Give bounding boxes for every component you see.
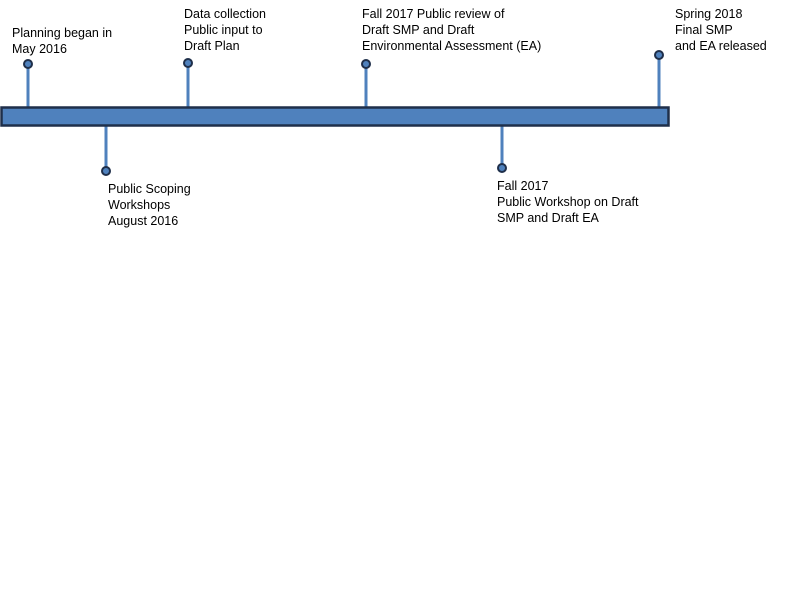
event-5-label-line-2: Public Workshop on Draft (497, 195, 639, 209)
event-3-label-line-3: Draft Plan (184, 39, 240, 53)
event-6-label-line-1: Spring 2018 (675, 7, 742, 21)
event-5-marker (497, 163, 507, 173)
event-2-label: Public Scoping Workshops August 2016 (108, 182, 194, 228)
event-1-marker (23, 59, 33, 69)
event-2-label-line-3: August 2016 (108, 214, 178, 228)
event-4-label: Fall 2017 Public review of Draft SMP and… (362, 7, 541, 53)
event-3-label-line-2: Public input to (184, 23, 263, 37)
event-6-marker (654, 50, 664, 60)
event-2-label-line-1: Public Scoping (108, 182, 191, 196)
event-4-marker (361, 59, 371, 69)
event-6-label-line-3: and EA released (675, 39, 767, 53)
timeline-bar (0, 106, 670, 127)
event-4-label-line-2: Draft SMP and Draft (362, 23, 475, 37)
event-1-label: Planning began in May 2016 (12, 26, 116, 56)
event-4-label-line-3: Environmental Assessment (EA) (362, 39, 541, 53)
event-3-label-line-1: Data collection (184, 7, 266, 21)
event-6-label: Spring 2018 Final SMP and EA released (675, 7, 767, 53)
event-1-label-line-1: Planning began in (12, 26, 112, 40)
event-2-label-line-2: Workshops (108, 198, 170, 212)
event-2-marker (101, 166, 111, 176)
event-5-label-line-3: SMP and Draft EA (497, 211, 600, 225)
event-5-label-line-1: Fall 2017 (497, 179, 548, 193)
event-3-label: Data collection Public input to Draft Pl… (184, 7, 269, 53)
event-4-label-line-1: Fall 2017 Public review of (362, 7, 505, 21)
event-1-label-line-2: May 2016 (12, 42, 67, 56)
event-6-label-line-2: Final SMP (675, 23, 732, 37)
event-5-label: Fall 2017 Public Workshop on Draft SMP a… (497, 179, 642, 225)
event-3-marker (183, 58, 193, 68)
